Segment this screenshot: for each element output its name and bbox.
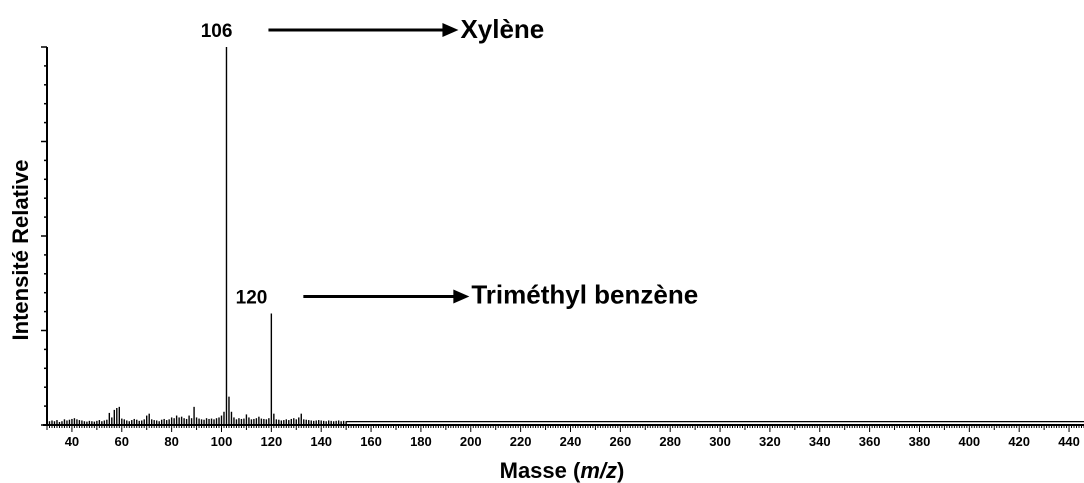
compound-name-label: Triméthyl benzène bbox=[471, 279, 698, 309]
x-tick-label: 220 bbox=[510, 434, 532, 449]
x-axis-title-unit: m/z bbox=[580, 458, 617, 483]
x-axis-title-suffix: ) bbox=[617, 458, 624, 483]
x-tick-label: 60 bbox=[115, 434, 129, 449]
x-tick-label: 380 bbox=[909, 434, 931, 449]
x-tick-label: 300 bbox=[709, 434, 731, 449]
x-tick-label: 340 bbox=[809, 434, 831, 449]
peak-mz-label: 106 bbox=[201, 21, 233, 42]
x-axis-title: Masse (m/z) bbox=[500, 458, 625, 483]
x-tick-label: 200 bbox=[460, 434, 482, 449]
x-tick-label: 160 bbox=[360, 434, 382, 449]
arrow-head bbox=[442, 23, 459, 37]
x-tick-label: 180 bbox=[410, 434, 432, 449]
x-tick-label: 80 bbox=[164, 434, 178, 449]
axes bbox=[41, 46, 1084, 432]
spectrum-peaks bbox=[46, 47, 1084, 425]
y-axis-title: Intensité Relative bbox=[8, 160, 33, 341]
x-tick-label: 100 bbox=[211, 434, 233, 449]
compound-name-label: Xylène bbox=[460, 14, 544, 44]
x-tick-label: 320 bbox=[759, 434, 781, 449]
x-tick-label: 40 bbox=[65, 434, 79, 449]
x-tick-label: 140 bbox=[310, 434, 332, 449]
peak-mz-label: 120 bbox=[236, 287, 268, 308]
x-tick-label: 120 bbox=[260, 434, 282, 449]
x-tick-labels: 40 60 80 100 120 140 160 180 200 220 240 260 280 300 3… bbox=[65, 434, 1080, 449]
x-tick-label: 400 bbox=[958, 434, 980, 449]
x-tick-label: 280 bbox=[659, 434, 681, 449]
x-tick-label: 420 bbox=[1008, 434, 1030, 449]
x-tick-label: 360 bbox=[859, 434, 881, 449]
x-axis-title-prefix: Masse ( bbox=[500, 458, 581, 483]
arrow-head bbox=[453, 289, 470, 304]
peak-annotations: 106 Xylène 120 Triméthyl benzène bbox=[201, 14, 698, 309]
x-tick-label: 240 bbox=[560, 434, 582, 449]
x-tick-label: 440 bbox=[1058, 434, 1080, 449]
x-tick-label: 260 bbox=[609, 434, 631, 449]
